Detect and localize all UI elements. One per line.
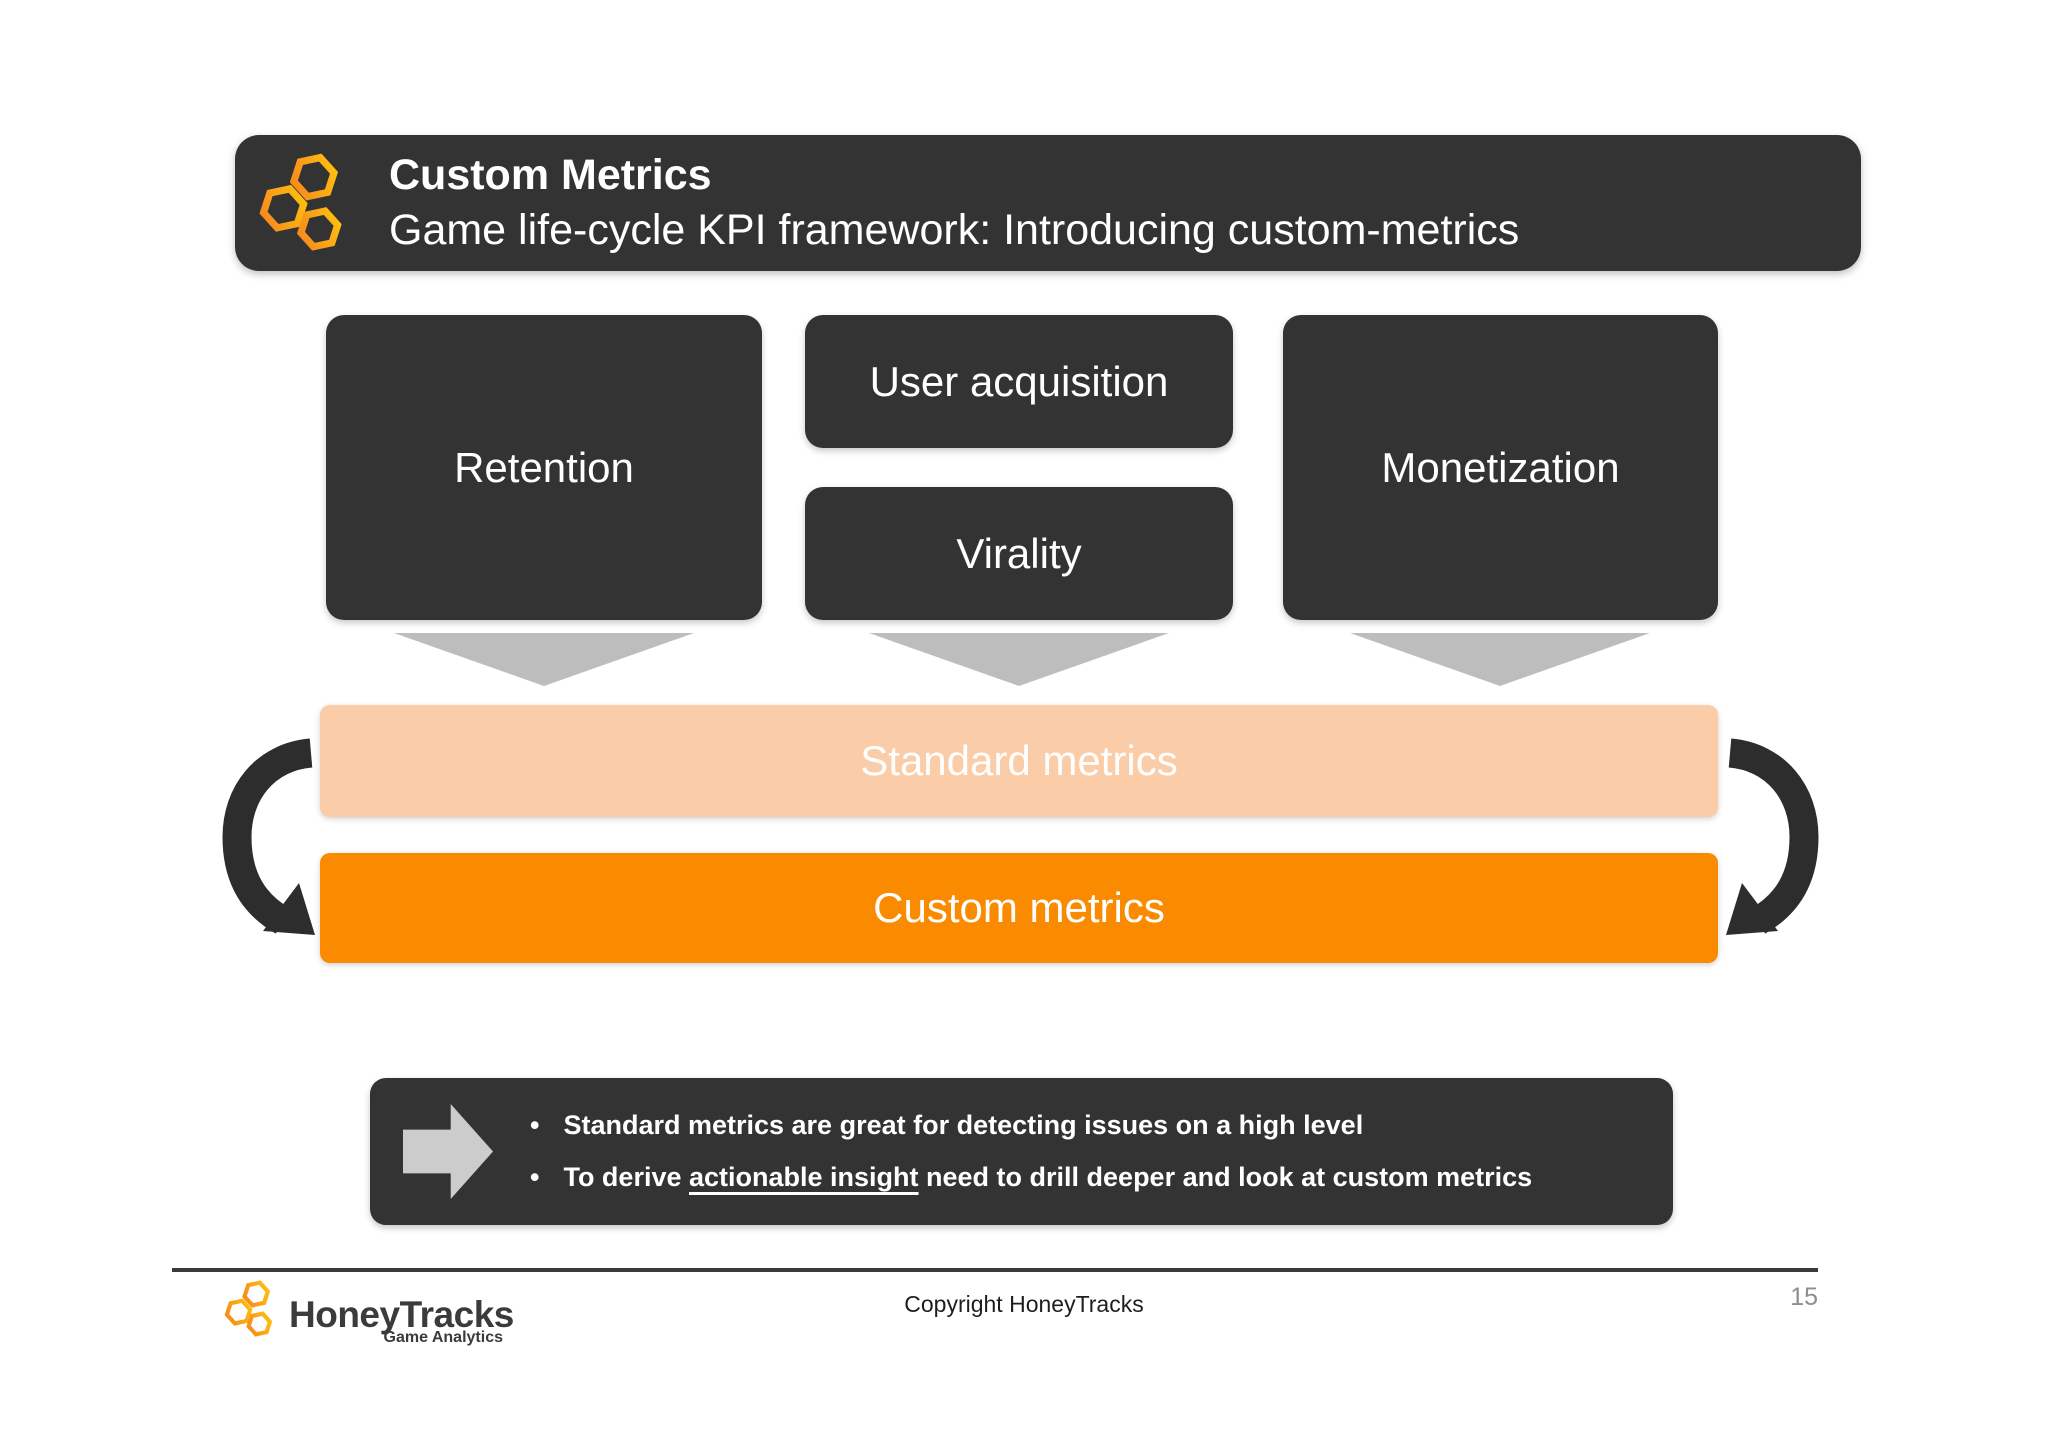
standard-metrics-label: Standard metrics xyxy=(860,737,1178,784)
standard-metrics-bar: Standard metrics xyxy=(320,705,1718,817)
box-user-acquisition-label: User acquisition xyxy=(869,357,1169,405)
header-titles: Custom Metrics Game life-cycle KPI frame… xyxy=(389,148,1519,258)
box-retention-label: Retention xyxy=(454,443,634,491)
footer-divider xyxy=(172,1268,1818,1272)
takeaway-bullet-1-text: Standard metrics are great for detecting… xyxy=(563,1109,1364,1140)
takeaway-bullet-2-text: To derive actionable insight need to dri… xyxy=(563,1162,1533,1192)
box-user-acquisition: User acquisition xyxy=(805,315,1233,448)
box-monetization-label: Monetization xyxy=(1381,443,1620,491)
block-arrow-right-icon xyxy=(403,1104,493,1199)
footer-copyright: Copyright HoneyTracks xyxy=(904,1291,1144,1317)
bullet-dot-icon xyxy=(530,1158,539,1197)
takeaway-bullet-list: Standard metrics are great for detecting… xyxy=(530,1078,1532,1225)
honeytracks-hexagons-icon xyxy=(259,153,342,251)
down-triangle-icon xyxy=(1350,633,1650,686)
footer-brand-name: HoneyTracks xyxy=(289,1294,514,1335)
footer-brand-tagline: Game Analytics xyxy=(383,1329,503,1346)
down-triangle-icon xyxy=(394,633,694,686)
takeaway-bullet-1: Standard metrics are great for detecting… xyxy=(530,1106,1532,1145)
slide-title: Custom Metrics xyxy=(389,150,712,199)
bullet-dot-icon xyxy=(530,1106,539,1145)
down-triangle-icon xyxy=(869,633,1169,686)
box-retention: Retention xyxy=(326,315,762,620)
page-number: 15 xyxy=(1790,1283,1818,1311)
slide-subtitle: Game life-cycle KPI framework: Introduci… xyxy=(389,206,1520,254)
box-virality-label: Virality xyxy=(956,529,1082,577)
cycle-arrow-left-icon xyxy=(222,738,315,935)
box-virality: Virality xyxy=(805,487,1233,620)
honeytracks-hexagons-icon xyxy=(224,1280,273,1337)
custom-metrics-bar: Custom metrics xyxy=(320,853,1718,963)
cycle-arrow-right-icon xyxy=(1726,738,1819,935)
custom-metrics-label: Custom metrics xyxy=(873,884,1165,931)
takeaway-bullet-2: To derive actionable insight need to dri… xyxy=(530,1158,1532,1197)
box-monetization: Monetization xyxy=(1283,315,1718,620)
takeaway-note-box: Standard metrics are great for detecting… xyxy=(370,1078,1673,1225)
slide-header: Custom Metrics Game life-cycle KPI frame… xyxy=(235,135,1861,271)
